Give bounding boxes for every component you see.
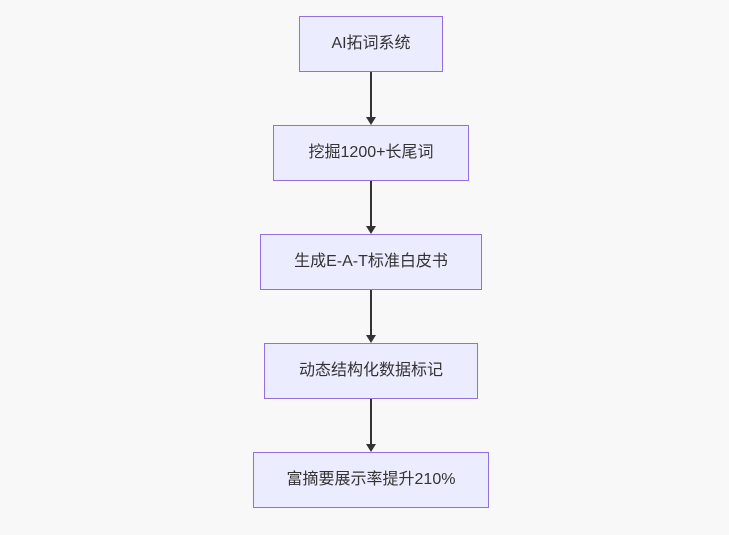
arrow-shaft bbox=[370, 290, 372, 335]
flow-node-structured-data: 动态结构化数据标记 bbox=[264, 343, 478, 399]
arrowhead-icon bbox=[366, 117, 376, 125]
arrow-down-2 bbox=[366, 181, 376, 234]
flowchart-column: AI拓词系统 挖掘1200+长尾词 生成E-A-T标准白皮书 动态结构化数据标记… bbox=[253, 16, 489, 508]
arrowhead-icon bbox=[366, 226, 376, 234]
arrowhead-icon bbox=[366, 335, 376, 343]
flow-node-rich-snippet-result: 富摘要展示率提升210% bbox=[253, 452, 489, 508]
arrow-down-1 bbox=[366, 72, 376, 125]
flow-node-eat-whitepaper: 生成E-A-T标准白皮书 bbox=[260, 234, 482, 290]
arrow-shaft bbox=[370, 72, 372, 117]
arrowhead-icon bbox=[366, 444, 376, 452]
flow-node-longtail-keywords: 挖掘1200+长尾词 bbox=[273, 125, 469, 181]
arrow-down-3 bbox=[366, 290, 376, 343]
arrow-shaft bbox=[370, 399, 372, 444]
flow-node-ai-system: AI拓词系统 bbox=[299, 16, 443, 72]
arrow-down-4 bbox=[366, 399, 376, 452]
arrow-shaft bbox=[370, 181, 372, 226]
